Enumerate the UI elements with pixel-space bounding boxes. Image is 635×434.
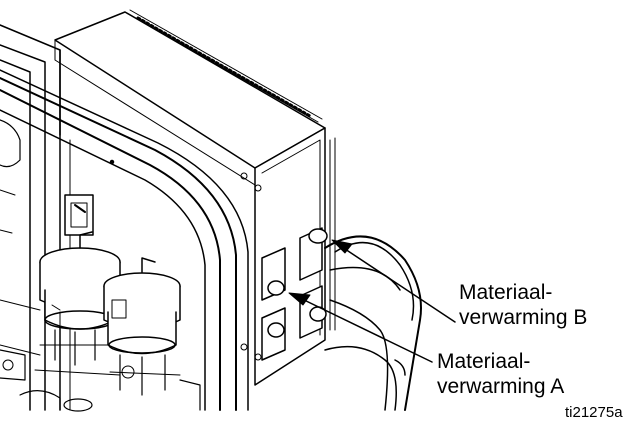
power-switch [65, 161, 114, 236]
pump-canister-a [35, 232, 120, 375]
callout-label-heater-b-line1: Materiaal- [459, 281, 553, 304]
heater-b-switch [309, 229, 327, 243]
door-frame [0, 70, 248, 410]
figure-id: ti21275a [565, 404, 623, 421]
heater-a-switch [268, 281, 284, 295]
callout-label-heater-a-line2: verwarming A [437, 375, 565, 398]
fittings [0, 350, 200, 411]
callout-label-heater-b-line2: verwarming B [459, 306, 588, 329]
callout-label-heater-b: Materiaal- verwarming B [459, 280, 587, 330]
control-box [55, 10, 335, 385]
pump-canister-b [104, 258, 180, 395]
callout-label-heater-a-line1: Materiaal- [437, 350, 531, 373]
tank-drum [325, 236, 421, 410]
callout-arrow-b [332, 240, 455, 322]
callout-arrow-a [289, 293, 432, 362]
left-fittings [0, 120, 20, 233]
callout-label-heater-a: Materiaal- verwarming A [437, 349, 564, 399]
